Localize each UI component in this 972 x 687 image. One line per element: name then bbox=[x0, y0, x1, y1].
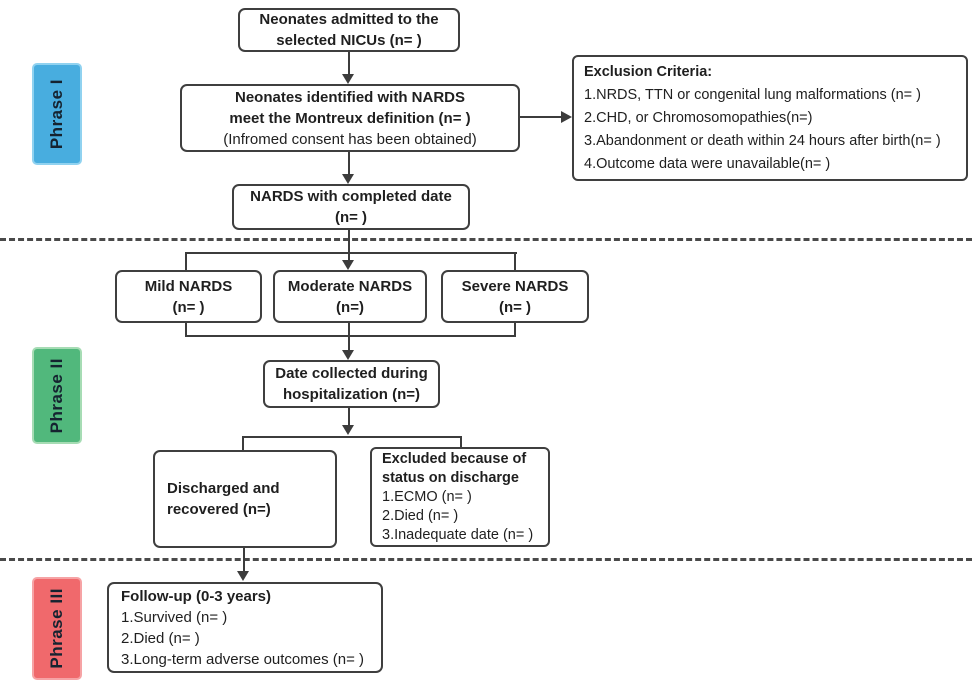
phase-1-label: Phrase I bbox=[47, 78, 66, 150]
followup-item: 3.Long-term adverse outcomes (n= ) bbox=[121, 650, 365, 668]
text-line: hospitalization (n=) bbox=[282, 386, 421, 403]
box-date-collected: Date collected during hospitalization (n… bbox=[263, 360, 440, 408]
connector-line bbox=[185, 335, 516, 337]
consent-note: (Infromed consent has been obtained) bbox=[223, 130, 477, 148]
exclusion-title: Exclusion Criteria: bbox=[584, 63, 713, 80]
phase-tab-3: Phrase III bbox=[32, 577, 82, 680]
connector-line bbox=[348, 323, 350, 337]
text-line: Discharged and bbox=[167, 480, 280, 497]
arrow-down-icon bbox=[342, 174, 354, 184]
phase-tab-2: Phrase II bbox=[32, 347, 82, 444]
connector-line bbox=[185, 252, 517, 254]
phase-divider-1 bbox=[0, 238, 972, 241]
excluded-title-line: Excluded because of bbox=[382, 450, 527, 467]
arrow-down-icon bbox=[342, 74, 354, 84]
text-line: Neonates admitted to the bbox=[259, 11, 439, 28]
connector-line bbox=[460, 436, 462, 447]
followup-title: Follow-up (0-3 years) bbox=[121, 587, 272, 605]
box-followup: Follow-up (0-3 years) 1.Survived (n= ) 2… bbox=[107, 582, 383, 673]
text-line: Moderate NARDS bbox=[287, 277, 413, 295]
excluded-title-line: status on discharge bbox=[382, 469, 519, 486]
connector-line bbox=[185, 323, 187, 337]
connector-line bbox=[520, 116, 562, 118]
box-moderate-nards: Moderate NARDS (n=) bbox=[273, 270, 427, 323]
arrow-down-icon bbox=[237, 571, 249, 581]
box-nards-identified: Neonates identified with NARDS meet the … bbox=[180, 84, 520, 152]
connector-line bbox=[348, 152, 350, 175]
text-line: Date collected during bbox=[275, 365, 428, 382]
connector-line bbox=[348, 252, 350, 261]
text-line: (n=) bbox=[336, 298, 364, 316]
connector-line bbox=[348, 230, 350, 254]
connector-line bbox=[242, 436, 244, 450]
box-exclusion-criteria: Exclusion Criteria: 1.NRDS, TTN or conge… bbox=[572, 55, 968, 181]
box-mild-nards: Mild NARDS (n= ) bbox=[115, 270, 262, 323]
box-severe-nards: Severe NARDS (n= ) bbox=[441, 270, 589, 323]
excluded-item: 2.Died (n= ) bbox=[382, 507, 459, 524]
phase-2-label: Phrase II bbox=[47, 357, 66, 434]
phase-divider-2 bbox=[0, 558, 972, 561]
arrow-right-icon bbox=[561, 111, 572, 123]
arrow-down-icon bbox=[342, 260, 354, 270]
text-line: Mild NARDS bbox=[144, 277, 233, 295]
text-line: selected NICUs (n= ) bbox=[276, 32, 422, 49]
excluded-item: 1.ECMO (n= ) bbox=[382, 488, 472, 505]
text-line: (n= ) bbox=[172, 298, 205, 316]
exclusion-item: 3.Abandonment or death within 24 hours a… bbox=[584, 132, 941, 149]
arrow-down-icon bbox=[342, 350, 354, 360]
connector-line bbox=[243, 548, 245, 572]
text-line: (n= ) bbox=[498, 298, 532, 316]
box-neonates-admitted: Neonates admitted to the selected NICUs … bbox=[238, 8, 460, 52]
connector-line bbox=[185, 252, 187, 270]
connector-line bbox=[514, 323, 516, 337]
text-line: Neonates identified with NARDS bbox=[234, 88, 466, 106]
box-nards-completed-date: NARDS with completed date (n= ) bbox=[232, 184, 470, 230]
connector-line bbox=[348, 408, 350, 426]
text-line: NARDS with completed date bbox=[250, 188, 452, 205]
box-discharged-recovered: Discharged and recovered (n=) bbox=[153, 450, 337, 548]
text-line: recovered (n=) bbox=[167, 501, 271, 518]
phase-3-label: Phrase III bbox=[47, 588, 66, 669]
followup-item: 2.Died (n= ) bbox=[121, 629, 200, 647]
connector-line bbox=[242, 436, 462, 438]
exclusion-item: 1.NRDS, TTN or congenital lung malformat… bbox=[584, 86, 921, 103]
phase-tab-1: Phrase I bbox=[32, 63, 82, 165]
box-excluded-on-discharge: Excluded because of status on discharge … bbox=[370, 447, 550, 547]
exclusion-item: 4.Outcome data were unavailable(n= ) bbox=[584, 155, 831, 172]
excluded-item: 3.Inadequate date (n= ) bbox=[382, 526, 534, 543]
text-line: meet the Montreux definition (n= ) bbox=[229, 109, 471, 127]
connector-line bbox=[514, 252, 516, 270]
followup-item: 1.Survived (n= ) bbox=[121, 608, 228, 626]
text-line: (n= ) bbox=[334, 209, 368, 226]
arrow-down-icon bbox=[342, 425, 354, 435]
connector-line bbox=[348, 52, 350, 75]
exclusion-item: 2.CHD, or Chromosomopathies(n=) bbox=[584, 109, 813, 126]
text-line: Severe NARDS bbox=[461, 277, 569, 295]
connector-line bbox=[348, 335, 350, 350]
